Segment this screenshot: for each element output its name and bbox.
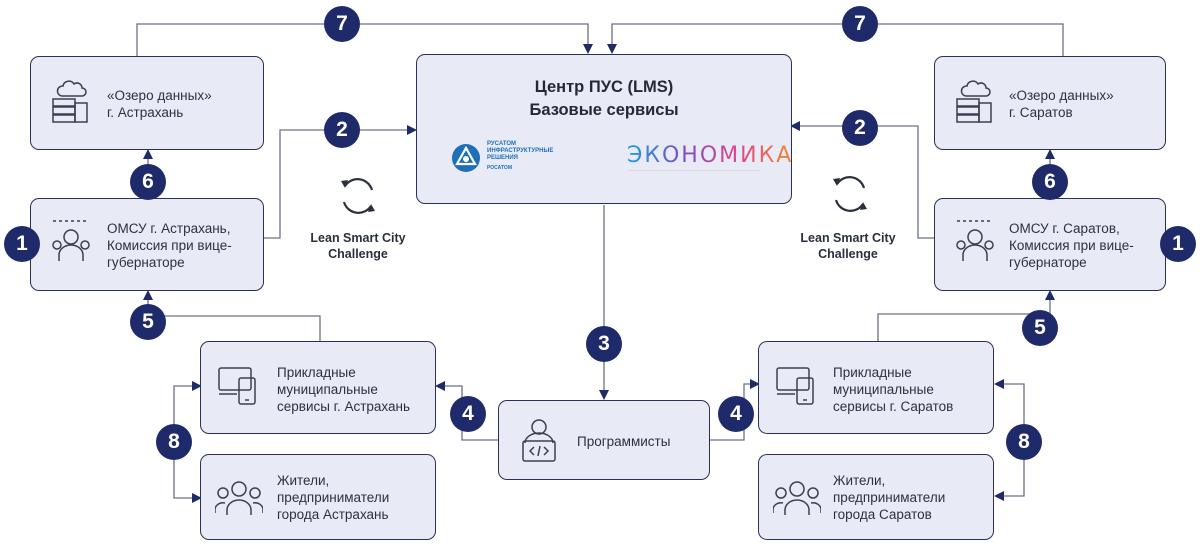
programmer-icon: [522, 419, 556, 462]
step-3: 3: [586, 326, 622, 362]
step-7-right: 7: [842, 6, 878, 42]
step-5-left: 5: [130, 304, 166, 340]
arrow-8-left-up: [173, 381, 202, 440]
step-7-left: 7: [324, 6, 360, 42]
arrow-5-left: [143, 290, 321, 342]
rusatom-logo-text-2: ИНФРАСТРУКТУРНЫЕ: [487, 148, 554, 154]
right-omsu-text: ОМСУ г. Саратов,Комиссия при вице-губерн…: [1009, 221, 1134, 270]
arrow-7-right: [607, 23, 1064, 56]
step-6-right: 6: [1032, 164, 1068, 200]
devices-icon: [776, 367, 814, 405]
server-cloud-icon: [956, 80, 992, 123]
programmers-box: Программисты: [498, 400, 710, 480]
center-title-line1: Центр ПУС (LMS): [534, 78, 674, 96]
step-8-left: 8: [156, 424, 192, 460]
step-4-left: 4: [450, 396, 486, 432]
people-icon: [215, 481, 263, 515]
rusatom-logo-text-4: РОСАТОМ: [487, 165, 512, 171]
programmers-label: Программисты: [577, 434, 671, 449]
step-2-right: 2: [842, 110, 878, 146]
step-1-right: 1: [1160, 226, 1196, 262]
left-lake-text: «Озеро данных»г. Астрахань: [107, 88, 212, 120]
center-title-line2: Базовые сервисы: [529, 101, 679, 119]
rusatom-logo-icon: [452, 144, 480, 172]
left-omsu-text: ОМСУ г. Астрахань,Комиссия при вице-губе…: [107, 221, 232, 270]
step-5-right: 5: [1022, 310, 1058, 346]
rusatom-logo-text-1: РУСАТОМ: [487, 141, 517, 147]
cycle-icon: [341, 178, 375, 214]
right-lake-text: «Озеро данных»г. Саратов: [1009, 88, 1114, 120]
step-2-left: 2: [324, 112, 360, 148]
step-4-right: 4: [718, 396, 754, 432]
rusatom-logo: РУСАТОМ ИНФРАСТРУКТУРНЫЕ РЕШЕНИЯ РОСАТОМ: [451, 139, 601, 179]
rusatom-logo-text-3: РЕШЕНИЯ: [487, 155, 518, 161]
arrow-8-right-up: [994, 379, 1025, 440]
ekonomika-logo: ЭКОНОМИКА: [627, 143, 793, 177]
left-lake-box: «Озеро данных»г. Астрахань: [30, 56, 264, 150]
left-omsu-box: ОМСУ г. Астрахань,Комиссия при вице-губе…: [30, 198, 264, 291]
officials-icon: [52, 220, 90, 261]
people-icon: [773, 481, 821, 515]
server-cloud-icon: [52, 80, 88, 123]
step-6-left: 6: [130, 164, 166, 200]
arrow-5-right: [877, 290, 1055, 342]
devices-icon: [218, 367, 256, 405]
cycle-icon: [833, 176, 867, 212]
officials-icon: [956, 220, 994, 261]
right-lake-box: «Озеро данных»г. Саратов: [934, 56, 1166, 150]
arrow-7-left: [136, 23, 593, 56]
step-1-left: 1: [4, 226, 40, 262]
center-box: Центр ПУС (LMS) Базовые сервисы РУСАТОМ …: [416, 54, 792, 204]
step-8-right: 8: [1006, 424, 1042, 460]
right-omsu-box: ОМСУ г. Саратов,Комиссия при вице-губерн…: [934, 198, 1166, 291]
